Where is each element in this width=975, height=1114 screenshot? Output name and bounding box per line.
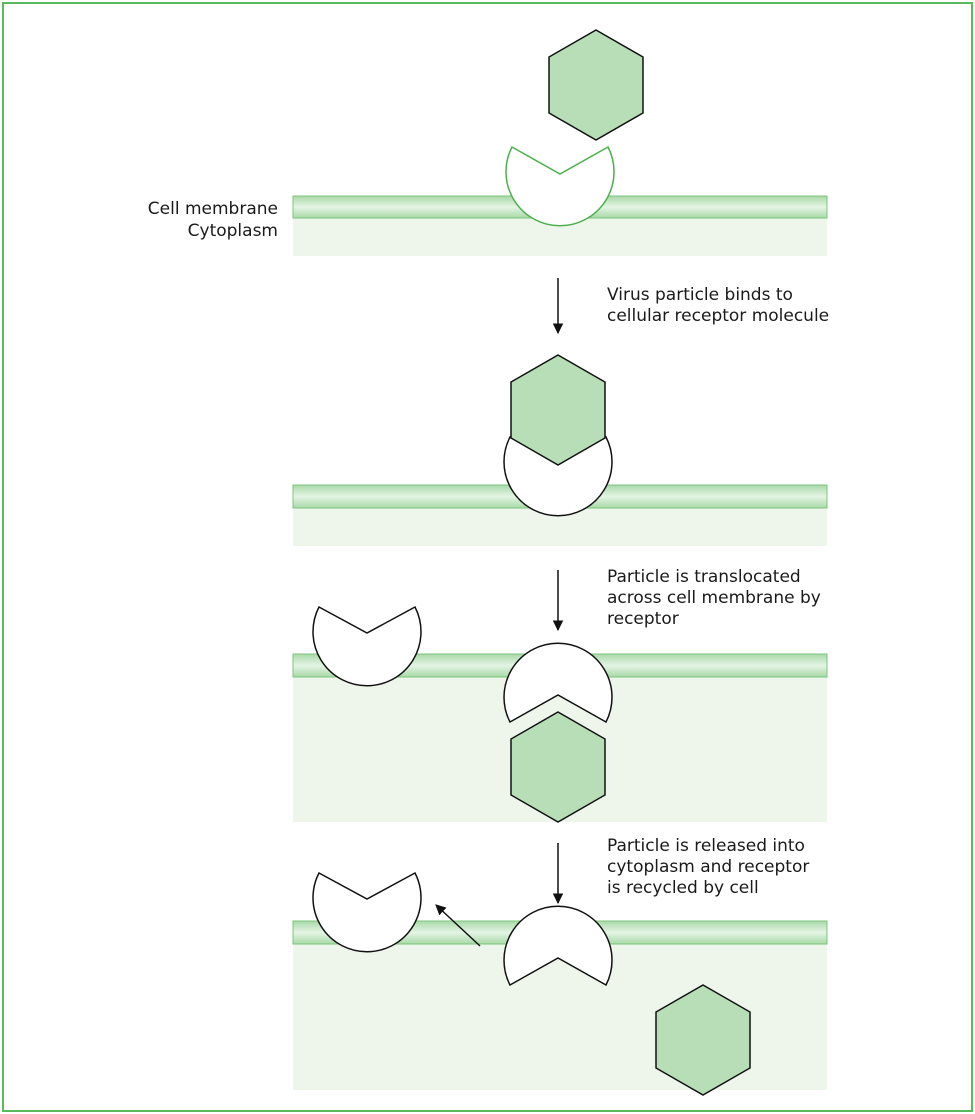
- step-1-line-1: Virus particle binds to: [607, 285, 793, 305]
- panel-1: [292, 29, 828, 256]
- receptor-molecule: [505, 145, 615, 227]
- recycle-arrow: [435, 904, 481, 947]
- virus-particle: [655, 984, 751, 1096]
- step-3-line-1: Particle is released into: [607, 836, 805, 856]
- step-2-description: Particle is translocated across cell mem…: [607, 567, 821, 630]
- step-2-line-1: Particle is translocated: [607, 567, 801, 587]
- receptor-molecule: [312, 871, 422, 953]
- panel-3: [292, 605, 828, 823]
- virus-particle: [548, 29, 644, 141]
- step-2-line-2: across cell membrane by: [607, 588, 821, 608]
- step-1-line-2: cellular receptor molecule: [607, 306, 830, 326]
- virus-particle: [510, 354, 606, 466]
- step-3-line-3: is recycled by cell: [607, 878, 759, 898]
- receptor-molecule: [503, 435, 613, 517]
- step-3-description: Particle is released into cytoplasm and …: [607, 836, 809, 899]
- receptor-molecule-inverted: [503, 642, 613, 724]
- panel-4: [292, 871, 828, 1096]
- step-1-description: Virus particle binds to cellular recepto…: [607, 285, 829, 327]
- receptor-molecule-inverted: [503, 905, 613, 987]
- panel-2: [292, 354, 828, 546]
- cell-membrane-label: Cell membrane: [147, 199, 278, 219]
- step-3-line-2: cytoplasm and receptor: [607, 857, 810, 877]
- cytoplasm-label: Cytoplasm: [187, 221, 278, 241]
- virus-particle: [510, 711, 606, 823]
- step-2-line-3: receptor: [607, 609, 679, 629]
- receptor-molecule: [312, 605, 422, 687]
